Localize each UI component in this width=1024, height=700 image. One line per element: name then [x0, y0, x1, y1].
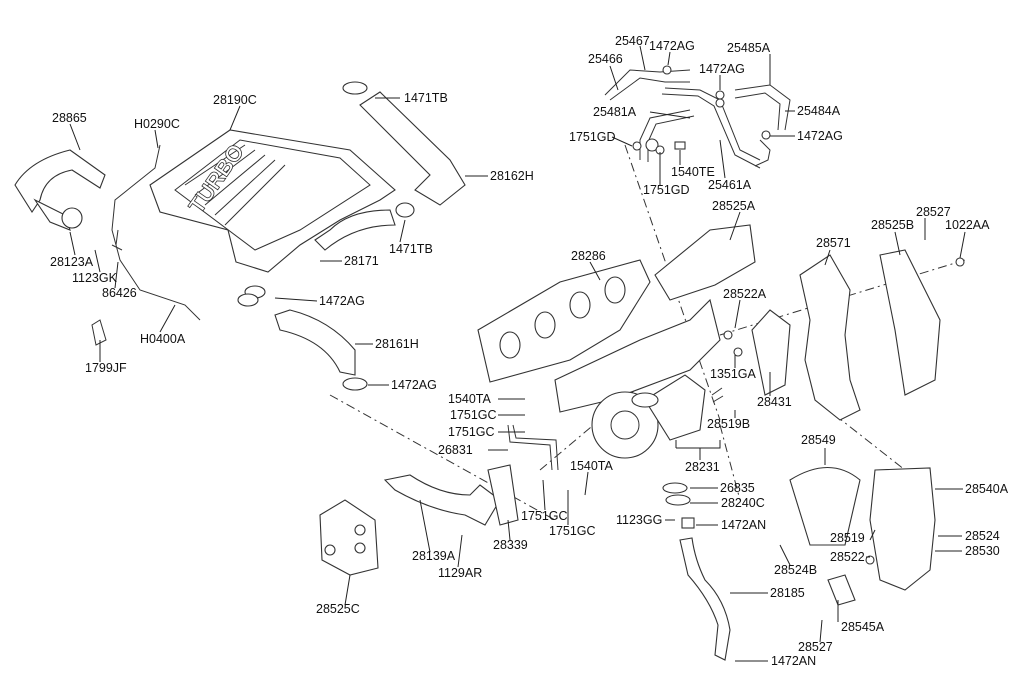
- part-label[interactable]: 1540TA: [448, 392, 492, 406]
- part-label[interactable]: 28286: [571, 249, 606, 263]
- part-label[interactable]: 1540TE: [671, 165, 715, 179]
- part-label[interactable]: 1751GC: [450, 408, 497, 422]
- part-label[interactable]: 28231: [685, 460, 720, 474]
- exhaust-manifold: [477, 224, 756, 459]
- part-label[interactable]: 28431: [757, 395, 792, 409]
- part-label[interactable]: 1751GC: [521, 509, 568, 523]
- part-label[interactable]: 25485A: [727, 41, 771, 55]
- part-label[interactable]: 28185: [770, 586, 805, 600]
- right-components: [711, 249, 965, 606]
- part-label[interactable]: 1472AG: [699, 62, 745, 76]
- part-label[interactable]: 1540TA: [570, 459, 614, 473]
- part-label[interactable]: 28865: [52, 111, 87, 125]
- part-label[interactable]: 1472AN: [771, 654, 816, 668]
- part-label[interactable]: 28171: [344, 254, 379, 268]
- part-label[interactable]: 1472AG: [391, 378, 437, 392]
- part-label[interactable]: 28524: [965, 529, 1000, 543]
- part-label[interactable]: 1799JF: [85, 361, 127, 375]
- part-label[interactable]: 28530: [965, 544, 1000, 558]
- part-label[interactable]: H0290C: [134, 117, 180, 131]
- part-label[interactable]: 25466: [588, 52, 623, 66]
- assembly-lines: [329, 144, 966, 521]
- part-label[interactable]: 28123A: [50, 255, 94, 269]
- part-label[interactable]: 28527: [916, 205, 951, 219]
- part-label[interactable]: 26835: [720, 481, 755, 495]
- part-label[interactable]: 28571: [816, 236, 851, 250]
- part-label[interactable]: 28525C: [316, 602, 360, 616]
- part-label[interactable]: 1123GK: [72, 271, 118, 285]
- part-label[interactable]: 28240C: [721, 496, 765, 510]
- part-label[interactable]: 28162H: [490, 169, 534, 183]
- part-label[interactable]: 28161H: [375, 337, 419, 351]
- part-label[interactable]: 1751GD: [569, 130, 616, 144]
- part-label[interactable]: 1471TB: [404, 91, 448, 105]
- lower-components: [319, 424, 731, 661]
- part-label[interactable]: 1472AG: [649, 39, 695, 53]
- part-label[interactable]: 1123GG: [616, 513, 662, 527]
- part-label[interactable]: 25467: [615, 34, 650, 48]
- oil-pipes: [604, 65, 791, 169]
- part-label[interactable]: 1129AR: [438, 566, 482, 580]
- part-label[interactable]: 1351GA: [710, 367, 757, 381]
- part-label[interactable]: 28519: [830, 531, 865, 545]
- hoses: [14, 81, 466, 391]
- part-label[interactable]: 1472AG: [319, 294, 365, 308]
- part-label[interactable]: 28525A: [712, 199, 756, 213]
- intercooler: TURBO: [149, 129, 396, 273]
- part-label[interactable]: 26831: [438, 443, 473, 457]
- part-label[interactable]: 28190C: [213, 93, 257, 107]
- part-label[interactable]: 1751GC: [448, 425, 495, 439]
- part-label[interactable]: 1472AN: [721, 518, 766, 532]
- part-label[interactable]: 1471TB: [389, 242, 433, 256]
- part-label[interactable]: 1472AG: [797, 129, 843, 143]
- part-label[interactable]: 1751GC: [549, 524, 596, 538]
- part-label[interactable]: 28524B: [774, 563, 817, 577]
- part-label[interactable]: 28545A: [841, 620, 885, 634]
- part-label[interactable]: 28522: [830, 550, 865, 564]
- part-label[interactable]: 25484A: [797, 104, 841, 118]
- part-label[interactable]: 1751GD: [643, 183, 690, 197]
- part-labels: 28865 H0290C 28190C 1471TB 28162H 28123A…: [50, 34, 1009, 668]
- part-label[interactable]: 86426: [102, 286, 137, 300]
- part-label[interactable]: 28540A: [965, 482, 1009, 496]
- part-label[interactable]: 25481A: [593, 105, 637, 119]
- part-label[interactable]: 25461A: [708, 178, 752, 192]
- part-label[interactable]: 28525B: [871, 218, 914, 232]
- part-label[interactable]: 28549: [801, 433, 836, 447]
- part-label[interactable]: H0400A: [140, 332, 186, 346]
- part-label[interactable]: 28339: [493, 538, 528, 552]
- part-label[interactable]: 28527: [798, 640, 833, 654]
- part-label[interactable]: 28522A: [723, 287, 767, 301]
- part-label[interactable]: 1022AA: [945, 218, 990, 232]
- part-label[interactable]: 28519B: [707, 417, 750, 431]
- leader-lines: [69, 45, 966, 662]
- part-label[interactable]: 28139A: [412, 549, 456, 563]
